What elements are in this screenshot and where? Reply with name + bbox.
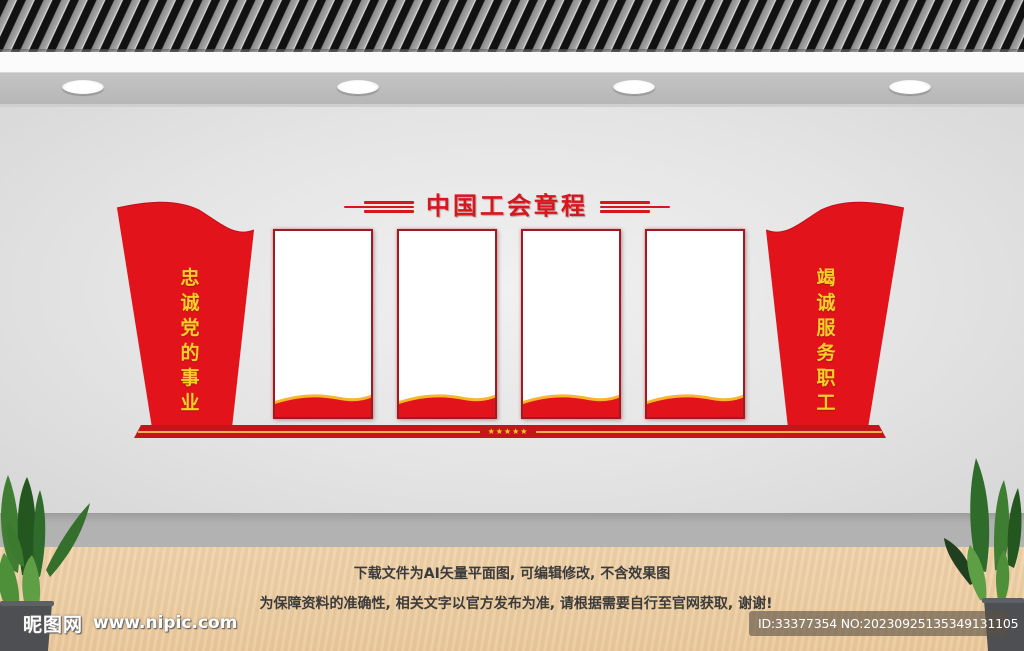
- display-title-group: 中国工会章程: [344, 190, 670, 224]
- left-banner: 忠 诚 党 的 事 业: [114, 200, 254, 430]
- display-title: 中国工会章程: [426, 192, 588, 220]
- ceiling-edge: [0, 49, 1024, 53]
- ceiling-soffit: [0, 72, 1024, 105]
- soffit-edge: [0, 104, 1024, 107]
- panel-wave-icon: [275, 394, 371, 417]
- display-panel-1: [273, 229, 373, 419]
- panel-wave-icon: [523, 394, 619, 417]
- ceiling-slats: [0, 0, 1024, 52]
- downlight-icon: [613, 80, 655, 95]
- right-banner-text: 竭 诚 服 务 职 工: [816, 267, 836, 414]
- panel-wave-icon: [399, 394, 495, 417]
- downlight-icon: [889, 80, 931, 95]
- watermark-logo: 昵图网: [23, 613, 84, 636]
- display-panel-4: [645, 229, 745, 419]
- potted-plant-left: [0, 475, 90, 651]
- title-lines-right-icon: [600, 199, 670, 215]
- download-note-line-1: 下载文件为AI矢量平面图, 可编辑修改, 不含效果图: [353, 566, 671, 582]
- watermark-url[interactable]: www.nipic.com: [93, 613, 238, 633]
- left-banner-text: 忠 诚 党 的 事 业: [180, 267, 200, 414]
- download-note-line-2: 为保障资料的准确性, 相关文字以官方发布为准, 请根据需要自行至官网获取, 谢谢…: [259, 596, 773, 612]
- title-lines-left-icon: [344, 199, 414, 215]
- downlight-icon: [337, 80, 379, 95]
- banner-shape-icon: [116, 201, 254, 428]
- display-panel-2: [397, 229, 497, 419]
- display-panel-3: [521, 229, 621, 419]
- potted-plant-right: [944, 458, 1024, 651]
- watermark: 昵图网 www.nipic.com: [23, 611, 238, 636]
- ceiling-band: [0, 52, 1024, 72]
- banner-shape-icon: [766, 201, 905, 428]
- panel-wave-icon: [647, 394, 743, 417]
- stars-icon: ★★★★★: [480, 426, 536, 437]
- baseboard: [0, 513, 1024, 547]
- downlight-icon: [62, 80, 104, 95]
- id-badge: ID:33377354 NO:20230925135349131105: [749, 611, 1019, 636]
- right-banner: 竭 诚 服 务 职 工: [766, 200, 906, 430]
